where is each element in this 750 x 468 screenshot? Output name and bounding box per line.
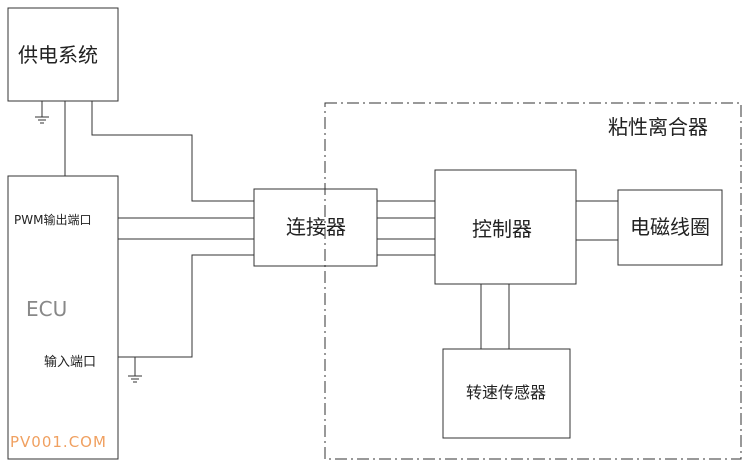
watermark: PV001.COM	[10, 433, 107, 451]
clutch-group-label: 粘性离合器	[608, 115, 708, 139]
ecu-block	[7, 175, 119, 460]
pwm-port-label: PWM输出端口	[14, 212, 91, 227]
coil-label: 电磁线圈	[630, 215, 710, 239]
connector-label: 连接器	[286, 215, 346, 239]
ecu-label: ECU	[26, 297, 67, 321]
speed-sensor-block	[442, 348, 571, 439]
power-label: 供电系统	[18, 43, 98, 67]
controller-label: 控制器	[472, 217, 532, 241]
speed-sensor-label: 转速传感器	[466, 383, 546, 402]
input-connector-wire	[118, 254, 254, 358]
power-connector-wire	[91, 101, 254, 202]
power-supply-block	[7, 7, 119, 102]
clutch-group-border	[324, 102, 742, 460]
connector-block	[253, 188, 378, 267]
input-ground-icon	[128, 357, 142, 383]
power-ground-icon	[35, 101, 49, 124]
controller-block	[434, 169, 577, 285]
input-port-label: 输入端口	[44, 354, 96, 370]
coil-block	[617, 189, 723, 266]
